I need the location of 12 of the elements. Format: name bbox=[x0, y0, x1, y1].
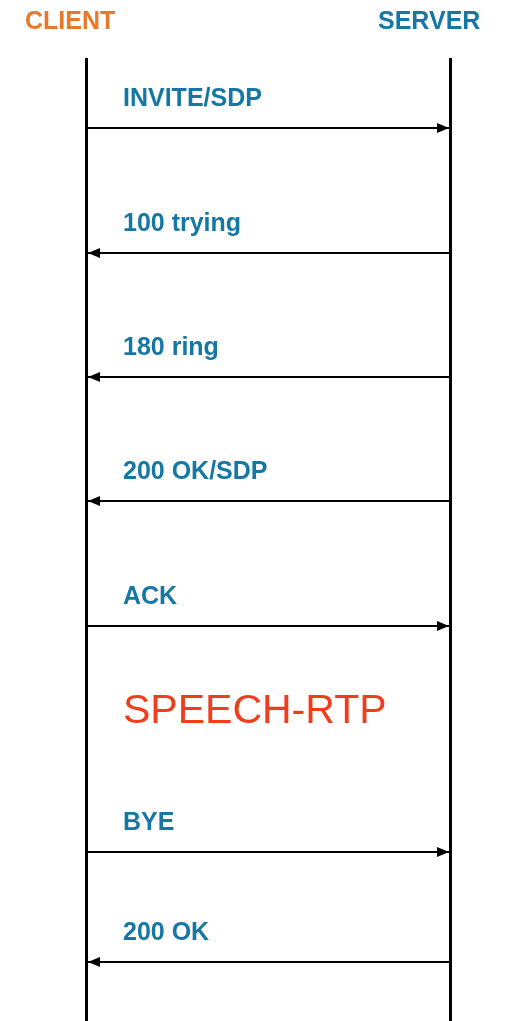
participant-label: SERVER bbox=[378, 4, 481, 36]
lifeline bbox=[449, 58, 452, 1021]
arrow bbox=[87, 372, 450, 382]
arrow bbox=[87, 621, 450, 631]
arrow bbox=[87, 123, 450, 133]
arrow bbox=[87, 847, 450, 857]
lifeline bbox=[85, 58, 88, 1021]
note-label: SPEECH-RTP bbox=[123, 685, 387, 733]
arrow bbox=[87, 957, 450, 967]
participant-label: CLIENT bbox=[25, 4, 116, 36]
arrow bbox=[87, 248, 450, 258]
arrow bbox=[87, 496, 450, 506]
